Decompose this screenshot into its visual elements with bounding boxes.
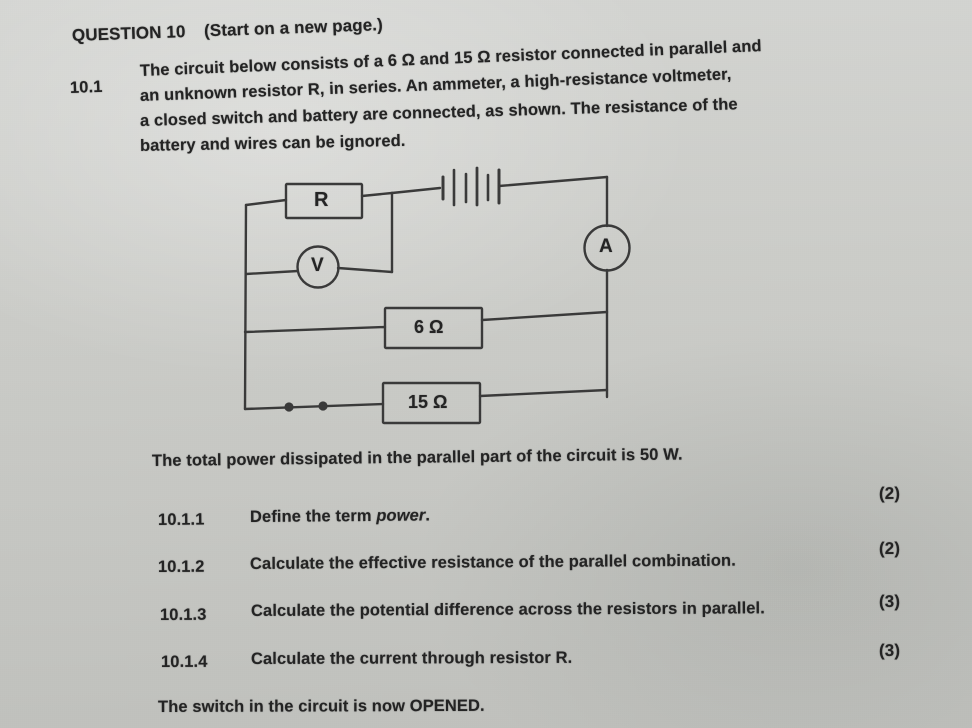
wire-left-to-6ohm bbox=[243, 325, 387, 334]
resistor-r-label: R bbox=[314, 189, 329, 211]
sub-question-text-10-1-1: Define the term power. bbox=[250, 506, 430, 527]
sub-question-text-10-1-1-before: Define the term bbox=[249, 506, 377, 526]
resistor-r-box bbox=[284, 182, 364, 220]
resistor-6ohm-label: 6 Ω bbox=[414, 317, 444, 337]
ammeter-label: A bbox=[599, 236, 613, 257]
closed-switch-symbol bbox=[284, 401, 328, 412]
marks-10-1-4: (3) bbox=[878, 640, 901, 660]
marks-10-1-3: (3) bbox=[878, 591, 901, 611]
resistor-15ohm-box bbox=[381, 381, 482, 425]
sub-question-text-10-1-2: Calculate the effective resistance of th… bbox=[249, 551, 736, 573]
voltmeter-label: V bbox=[311, 255, 324, 276]
wire-battery-to-top-right bbox=[497, 175, 609, 188]
sub-question-number-10-1-3: 10.1.3 bbox=[159, 605, 207, 624]
marks-10-1-1: (2) bbox=[878, 483, 901, 503]
switch-contact-right-dot bbox=[318, 401, 328, 411]
marks-10-1-2: (2) bbox=[878, 538, 901, 558]
wire-left-rail bbox=[243, 203, 248, 411]
wire-voltmeter-left-lead bbox=[244, 269, 300, 276]
wire-left-to-resistor-r bbox=[244, 198, 288, 207]
sub-question-number-10-1-4: 10.1.4 bbox=[160, 652, 208, 671]
wire-left-to-switch bbox=[243, 402, 385, 411]
sub-question-text-10-1-3: Calculate the potential difference acros… bbox=[250, 599, 765, 620]
resistor-6ohm-box bbox=[383, 306, 484, 350]
given-statement: The total power dissipated in the parall… bbox=[151, 445, 683, 470]
sub-question-number-10-1-1: 10.1.1 bbox=[157, 510, 205, 529]
resistor-15ohm-label: 15 Ω bbox=[408, 392, 448, 412]
wire-voltmeter-right-lead bbox=[336, 266, 394, 274]
sub-question-text-10-1-4: Calculate the current through resistor R… bbox=[250, 648, 573, 668]
wire-junction-to-battery bbox=[390, 186, 442, 195]
wire-r-to-junction bbox=[360, 191, 394, 198]
wire-6ohm-to-right-rail bbox=[480, 310, 609, 322]
sub-question-text-10-1-1-after: . bbox=[425, 506, 431, 525]
sub-question-term-power: power bbox=[376, 506, 426, 525]
sub-question-number-10-1-2: 10.1.2 bbox=[157, 557, 205, 576]
switch-contact-left-dot bbox=[284, 402, 294, 412]
closing-statement: The switch in the circuit is now OPENED. bbox=[157, 696, 485, 716]
wire-15ohm-to-right-rail bbox=[478, 388, 609, 398]
